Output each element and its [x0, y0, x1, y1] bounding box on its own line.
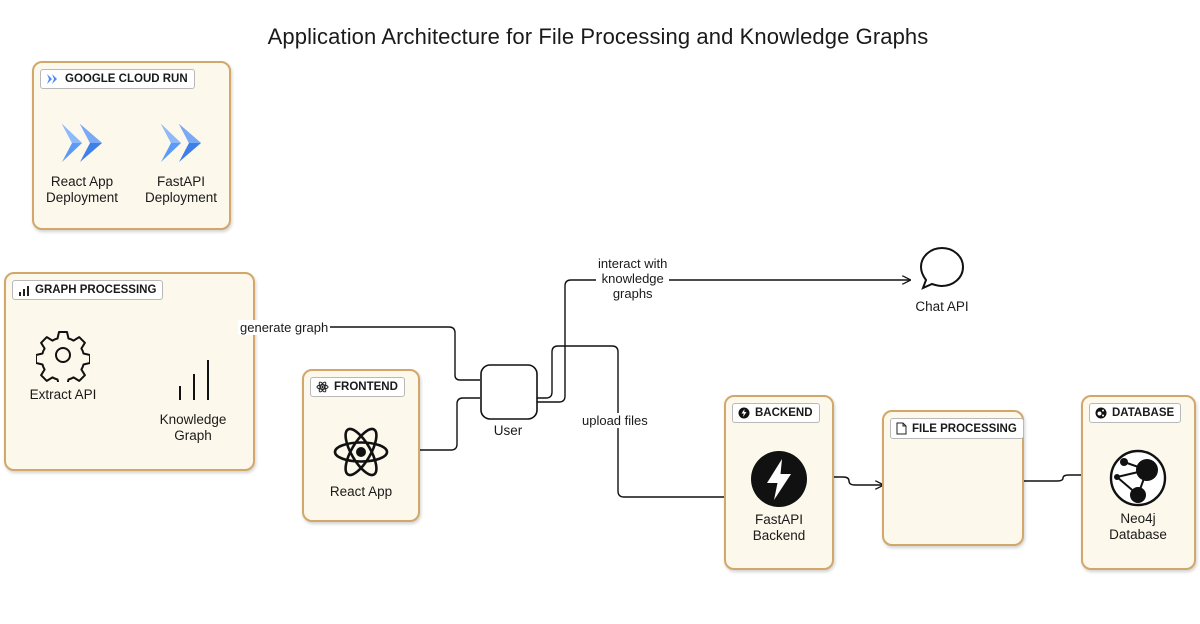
edge-user-to-chat-api — [537, 280, 910, 403]
knowledge-graph-label: Knowledge Graph — [159, 412, 227, 443]
group-tag-file-processing: FILE PROCESSING — [890, 418, 1024, 439]
react-app-label: React App — [329, 484, 393, 499]
fastapi-deployment-label: FastAPI Deployment — [144, 174, 218, 205]
neo4j-database-label: Neo4j Database — [1109, 511, 1167, 542]
user-label: User — [493, 423, 523, 438]
edge-label-interact: interact with knowledge graphs — [596, 256, 670, 301]
fastapi-icon — [738, 407, 750, 419]
fastapi-icon — [750, 450, 808, 508]
group-tag-backend: BACKEND — [732, 403, 820, 423]
group-graph-processing: GRAPH PROCESSING — [4, 272, 255, 471]
chat-api-label: Chat API — [915, 299, 969, 314]
edge-file-processing-to-database — [1022, 475, 1103, 482]
group-frontend: FRONTEND — [302, 369, 420, 522]
group-tag-frontend: FRONTEND — [310, 377, 405, 397]
edge-label-upload-files: upload files — [580, 413, 650, 428]
group-tag-database: DATABASE — [1089, 403, 1182, 423]
neo4j-icon — [1109, 449, 1167, 507]
document-icon — [896, 422, 907, 435]
group-tag-google-cloud-run: GOOGLE CLOUD RUN — [40, 69, 195, 89]
bar-chart-icon — [18, 285, 30, 296]
fastapi-backend-label: FastAPI Backend — [752, 512, 806, 543]
edge-label-generate-graph: generate graph — [238, 320, 331, 335]
edge-backend-to-file-processing — [806, 476, 883, 485]
react-app-deployment-label: React App Deployment — [45, 174, 119, 205]
cloud-run-icon — [159, 122, 203, 164]
react-icon — [316, 381, 329, 393]
neo4j-icon — [1095, 407, 1107, 419]
edge-user-upload-files — [537, 345, 740, 497]
group-file-processing: FILE PROCESSING — [882, 410, 1024, 546]
diagram-title: Application Architecture for File Proces… — [267, 24, 929, 49]
user-node — [480, 364, 538, 420]
bar-chart-icon — [174, 358, 214, 402]
extract-api-label: Extract API — [29, 387, 97, 402]
gear-icon — [36, 328, 90, 382]
cloud-run-icon — [60, 122, 104, 164]
group-tag-graph-processing: GRAPH PROCESSING — [12, 280, 164, 300]
edge-user-to-react-app — [372, 397, 480, 450]
cloud-run-icon — [46, 73, 60, 85]
speech-bubble-icon — [918, 245, 966, 291]
react-icon — [332, 426, 390, 478]
